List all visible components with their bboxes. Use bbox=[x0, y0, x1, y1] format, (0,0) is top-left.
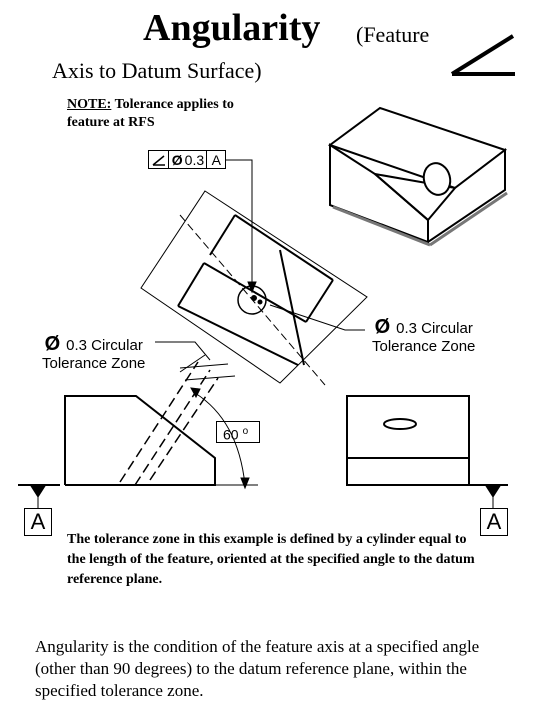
zone-label-left: Ø 0.3 Circular Tolerance Zone bbox=[42, 333, 146, 373]
zone-right-diameter: Ø bbox=[374, 316, 391, 338]
datum-marker-left bbox=[18, 484, 60, 508]
page-title: Angularity bbox=[143, 7, 321, 49]
side-view-right bbox=[346, 395, 470, 486]
zone-left-line2: Tolerance Zone bbox=[42, 355, 146, 372]
note-text-line2: feature at RFS bbox=[67, 115, 155, 130]
angle-value: 60 bbox=[223, 426, 239, 443]
caption: The tolerance zone in this example is de… bbox=[67, 532, 475, 587]
zone-left-diameter: Ø bbox=[44, 333, 61, 355]
angle-unit: o bbox=[242, 426, 249, 437]
note-text-line1: Tolerance applies to bbox=[111, 97, 234, 112]
page-title-line2: Axis to Datum Surface) bbox=[52, 58, 262, 83]
zone-right-line2: Tolerance Zone bbox=[372, 338, 476, 355]
fcf-diameter: Ø bbox=[171, 151, 183, 168]
datum-feature-right: A bbox=[480, 508, 508, 536]
fcf-value: 0.3 bbox=[184, 151, 205, 168]
datum-marker-right bbox=[469, 484, 508, 508]
angularity-icon bbox=[152, 154, 165, 166]
fcf-datum-cell: A bbox=[211, 151, 221, 168]
angle-dimension bbox=[190, 387, 258, 490]
fcf-leader bbox=[155, 159, 365, 361]
angularity-symbol-icon bbox=[450, 34, 515, 76]
zone-right-line1: 0.3 Circular bbox=[396, 320, 473, 337]
rotated-view bbox=[140, 190, 368, 386]
zone-left-line1: 0.3 Circular bbox=[66, 337, 143, 354]
front-view-left bbox=[64, 354, 236, 486]
feature-control-frame: Ø 0.3 A bbox=[148, 150, 226, 169]
page-title-paren: (Feature bbox=[356, 22, 430, 47]
fcf-symbol-cell bbox=[149, 151, 170, 168]
note-label: NOTE: bbox=[67, 97, 112, 112]
zone-label-right: Ø 0.3 Circular Tolerance Zone bbox=[372, 316, 476, 356]
datum-feature-left: A bbox=[24, 508, 52, 536]
isometric-shadow bbox=[332, 191, 508, 247]
note: NOTE: Tolerance applies to feature at RF… bbox=[67, 96, 234, 132]
isometric-part bbox=[327, 106, 508, 244]
fcf-tolerance-cell: Ø 0.3 bbox=[169, 151, 208, 168]
definition-text: Angularity is the condition of the featu… bbox=[35, 637, 480, 700]
